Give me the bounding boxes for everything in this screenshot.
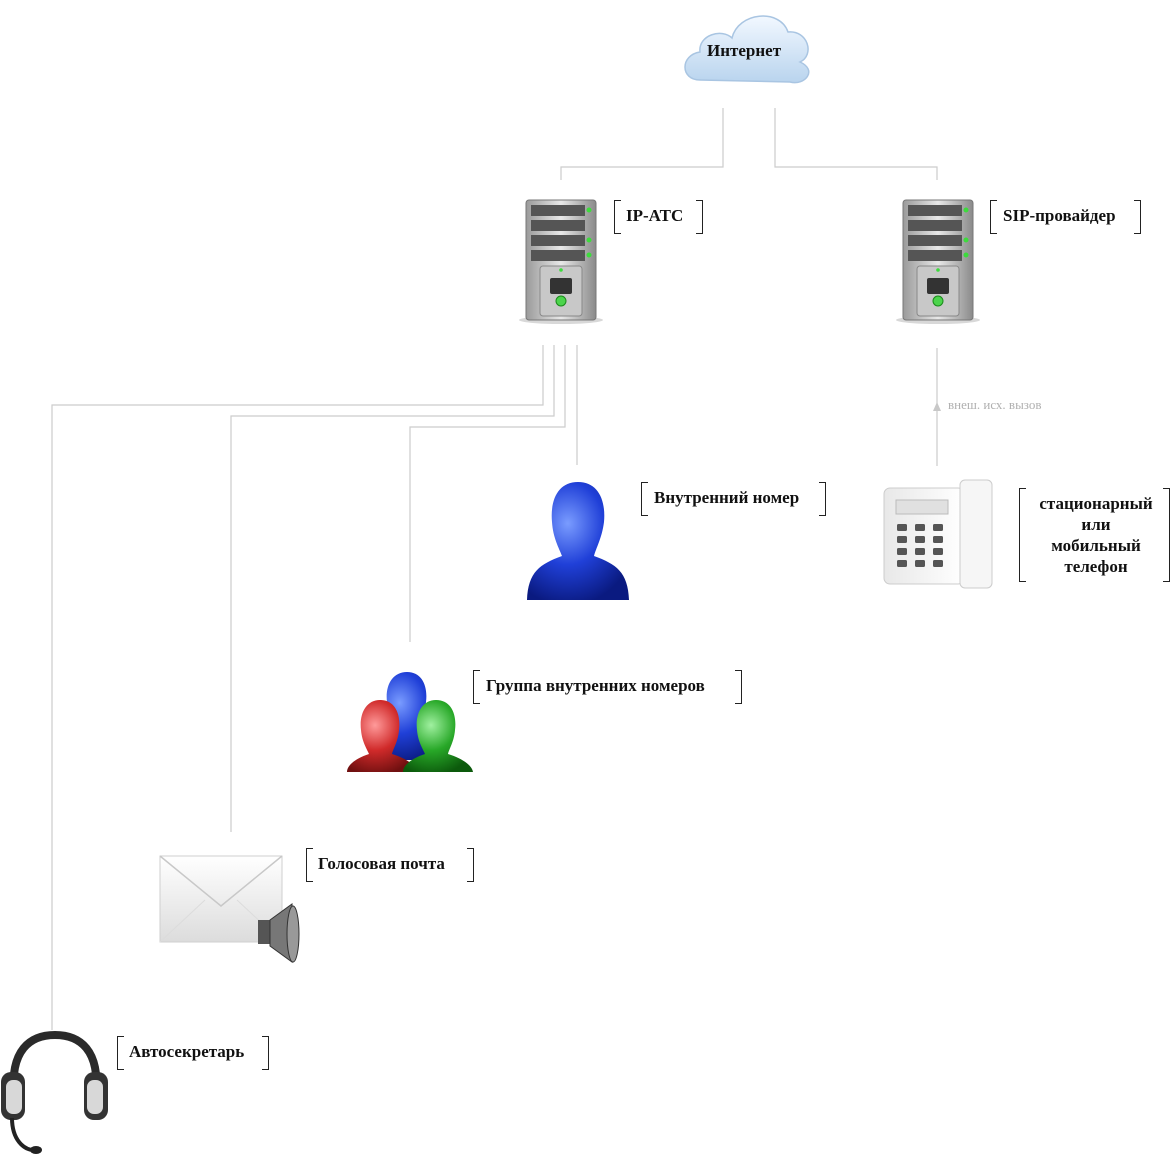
phone-label-line-4: телефон [1064, 557, 1128, 576]
phone-label-line-3: мобильный [1051, 536, 1141, 555]
line-ipatc-voicemail [230, 345, 555, 832]
arrow-up-icon [933, 402, 941, 411]
line-internet-sip [774, 108, 938, 180]
envelope-speaker-icon [159, 855, 300, 963]
ip-pbx-label: IP-ATC [626, 206, 684, 225]
line-internet-ipatc [560, 108, 724, 180]
voicemail-bracket-right [467, 848, 474, 882]
auto-attendant-bracket-right [262, 1036, 269, 1070]
group-bracket-right [735, 670, 742, 704]
line-ipatc-group [409, 345, 566, 642]
group-bracket-left [473, 670, 480, 704]
phone-label-line-1: стационарный [1039, 494, 1153, 513]
outgoing-call-note: внеш. исх. вызов [948, 397, 1042, 412]
user-group-icon [347, 672, 473, 772]
extension-label: Внутренний номер [654, 488, 800, 507]
phone-label-line-2: или [1081, 515, 1111, 534]
sip-provider-bracket-right [1134, 200, 1141, 234]
phone-label: стационарный или мобильный телефон [1027, 493, 1165, 577]
auto-attendant-label: Автосекретарь [129, 1042, 245, 1061]
server-icon [519, 199, 603, 324]
sip-provider-label: SIP-провайдер [1003, 206, 1116, 225]
desk-phone-icon [883, 479, 993, 589]
headset-icon [1, 1030, 108, 1154]
internet-label: Интернет [707, 41, 782, 60]
connector-lines [51, 108, 938, 1030]
phone-bracket-left [1019, 488, 1026, 582]
voicemail-bracket-left [306, 848, 313, 882]
extension-group-label: Группа внутренних номеров [486, 676, 705, 695]
ip-pbx-bracket-left [614, 200, 621, 234]
sip-provider-bracket-left [990, 200, 997, 234]
voicemail-label: Голосовая почта [318, 854, 445, 873]
server-icon [896, 199, 980, 324]
ip-pbx-bracket-right [696, 200, 703, 234]
line-ipatc-autosecretary [51, 345, 544, 1030]
user-icon [527, 482, 629, 600]
extension-bracket-left [641, 482, 648, 516]
auto-attendant-bracket-left [117, 1036, 124, 1070]
phone-bracket-right [1163, 488, 1170, 582]
extension-bracket-right [819, 482, 826, 516]
cloud-icon [684, 15, 810, 84]
